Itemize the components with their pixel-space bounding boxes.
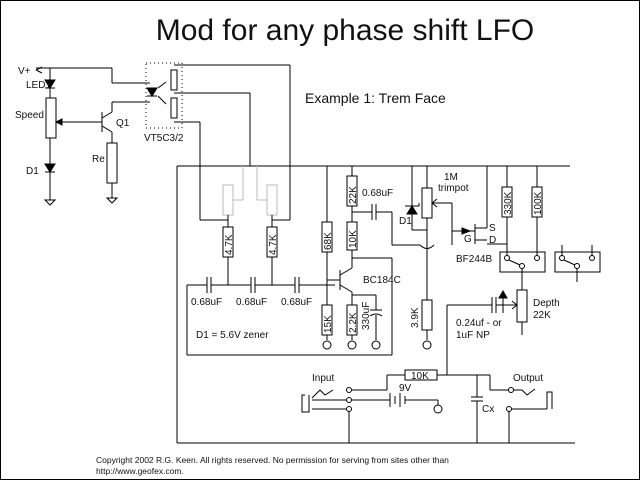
copyright-line-1: Copyright 2002 R.G. Keen. All rights res… (96, 455, 449, 465)
q1-label: Q1 (116, 118, 130, 129)
svg-text:22K: 22K (348, 186, 359, 204)
resistor-100k: 100K (531, 166, 544, 255)
cap-068uf-coupling: 0.68uF (352, 188, 420, 246)
led1-label: LED1 (26, 80, 51, 91)
ldr-icon (170, 97, 178, 119)
svg-text:trimpot: trimpot (438, 183, 469, 194)
svg-text:68K: 68K (323, 232, 334, 250)
speed-label: Speed (15, 110, 44, 121)
ground-icon (43, 199, 57, 206)
svg-text:10K: 10K (348, 230, 359, 248)
svg-text:4.7K: 4.7K (224, 234, 235, 255)
jfet-bf244b: G S D BF244B (452, 166, 507, 265)
ground-terminal-icon (433, 404, 443, 414)
svg-text:3.9K: 3.9K (410, 307, 421, 328)
ground-terminal-icon (371, 340, 381, 350)
example-subtitle: Example 1: Trem Face (305, 90, 446, 106)
svg-text:2.2K: 2.2K (348, 312, 359, 333)
opto-led-icon (146, 87, 158, 97)
resistor-4k7-a: 4.7K (222, 215, 235, 285)
re-label: Re (92, 154, 105, 165)
resistor-330k: 330K (501, 166, 514, 255)
ground-terminal-icon (422, 340, 432, 350)
svg-text:BF244B: BF244B (456, 254, 492, 265)
cap-330uf: 330uF (361, 302, 383, 350)
svg-text:0.68uF: 0.68uF (362, 188, 393, 199)
svg-text:D1: D1 (399, 216, 412, 227)
svg-text:S: S (489, 223, 496, 234)
svg-text:330K: 330K (503, 191, 514, 215)
svg-text:0.24uf - or: 0.24uf - or (456, 318, 502, 329)
svg-text:Depth: Depth (533, 298, 560, 309)
svg-text:100K: 100K (533, 191, 544, 215)
svg-text:15K: 15K (323, 315, 334, 333)
svg-text:G: G (464, 234, 472, 245)
d1-diode-icon (44, 163, 56, 173)
depth-pot[interactable]: Depth 22K (516, 289, 560, 335)
resistor-10k-collector: 10K (346, 221, 359, 258)
svg-text:0.68uF: 0.68uF (236, 297, 267, 308)
optocoupler-vt5c3: VT5C3/2 (144, 62, 291, 166)
driver-section: V+ LED1 Speed D1 Q1 Re (15, 66, 150, 206)
page-title: Mod for any phase shift LFO (156, 14, 535, 47)
output-jack-icon (546, 391, 553, 409)
d1-label: D1 (26, 166, 39, 177)
svg-text:BC184C: BC184C (363, 275, 401, 286)
led1-icon (44, 79, 56, 89)
light-rays-icon (157, 81, 167, 105)
output-label: Output (513, 373, 543, 384)
re-resistor-icon (106, 142, 118, 184)
io-section: Input Output 10K 9V Cx (301, 369, 553, 443)
resistor-68k: 68K (321, 166, 334, 305)
svg-text:1uF NP: 1uF NP (456, 330, 490, 341)
copyright-line-2[interactable]: http://www.geofex.com. (96, 466, 184, 476)
ghost-ldrs (222, 166, 278, 216)
svg-text:22K: 22K (533, 310, 551, 321)
svg-text:0.68uF: 0.68uF (281, 297, 312, 308)
input-jack-icon (301, 394, 310, 413)
svg-text:D: D (489, 235, 496, 246)
ground-terminal-icon (322, 340, 332, 350)
resistor-4k7-b: 4.7K (266, 215, 279, 285)
resistor-2k2-emitter: 2.2K (346, 304, 359, 350)
resistor-15k: 15K (321, 304, 334, 350)
svg-text:330uF: 330uF (361, 302, 372, 330)
input-label: Input (312, 373, 334, 384)
resistor-3k9: 3.9K (410, 299, 433, 350)
bc184c-transistor: BC184C (327, 258, 401, 293)
vplus-label: V+ (18, 66, 31, 77)
resistor-22k: 22K (346, 166, 359, 222)
switch-right[interactable] (554, 245, 601, 282)
switch-left[interactable] (499, 251, 546, 290)
trimpot-1m: 1M trimpot (421, 166, 469, 245)
ground-terminal-icon (347, 340, 357, 350)
ground-icon (105, 197, 119, 204)
svg-text:1M: 1M (444, 172, 458, 183)
optocoupler-label: VT5C3/2 (144, 133, 184, 144)
cx-label: Cx (482, 404, 494, 415)
zener-note: D1 = 5.6V zener (196, 330, 269, 341)
speed-pot-icon (45, 97, 57, 139)
svg-text:4.7K: 4.7K (268, 234, 279, 255)
phase-shift-capacitors: 0.68uF 0.68uF 0.68uF D1 = 5.6V zener (186, 277, 335, 355)
svg-text:9V: 9V (399, 383, 412, 394)
zener-d1: D1 (399, 166, 427, 231)
svg-text:10K: 10K (411, 371, 429, 382)
ldr-icon (170, 69, 178, 91)
depth-capacitor: 0.24uf - or 1uF NP (446, 289, 518, 375)
svg-text:0.68uF: 0.68uF (191, 297, 222, 308)
